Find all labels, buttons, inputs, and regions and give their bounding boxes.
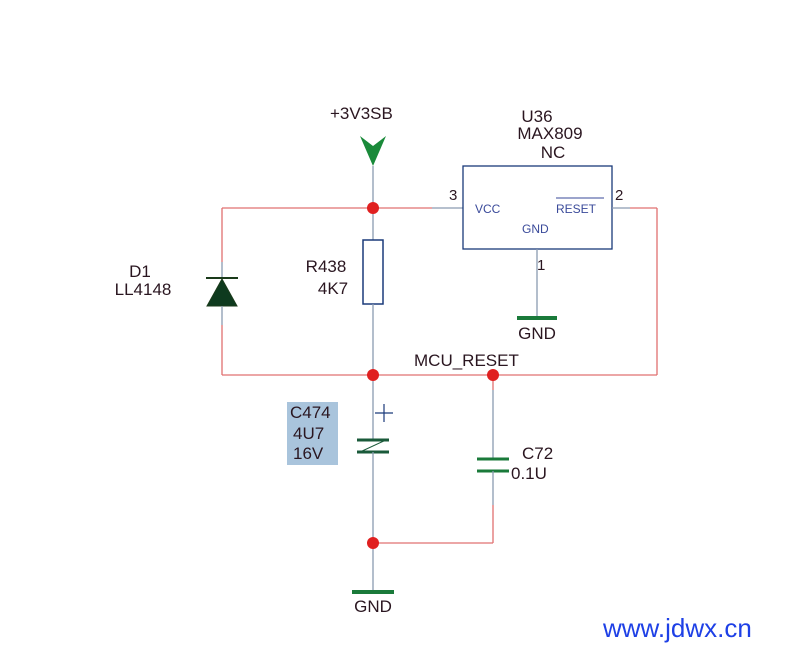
power-net-label: +3V3SB xyxy=(330,104,393,123)
junction-dot-reset-left xyxy=(367,369,379,381)
r438-ref: R438 xyxy=(306,257,347,276)
u36-gnd-label: GND xyxy=(522,222,549,236)
junction-dot-bottom xyxy=(367,537,379,549)
u36-ref: U36 xyxy=(521,107,552,126)
u36-pin1-number: 1 xyxy=(537,257,545,274)
r438-body xyxy=(362,239,384,305)
u36-ic: U36 MAX809 NC 3 2 1 VCC RESET GND xyxy=(449,107,623,274)
bottom-gnd-label: GND xyxy=(354,597,392,616)
u36-gnd-label-text: GND xyxy=(518,324,556,343)
junction-dot-reset-right xyxy=(487,369,499,381)
power-arrow-symbol xyxy=(360,136,386,166)
watermark-url: www.jdwx.cn xyxy=(602,613,752,643)
c474-value: 4U7 xyxy=(293,424,324,443)
net-label-mcu-reset: MCU_RESET xyxy=(414,351,519,370)
c72-ref: C72 xyxy=(522,444,553,463)
c474-voltage: 16V xyxy=(293,444,324,463)
u36-pin3-number: 3 xyxy=(449,187,457,204)
r438-value: 4K7 xyxy=(318,279,348,298)
c474-ref: C474 xyxy=(290,403,331,422)
u36-part: MAX809 xyxy=(517,124,582,143)
u36-vcc-label: VCC xyxy=(475,202,501,216)
c72-value: 0.1U xyxy=(511,464,547,483)
c474-label-highlight xyxy=(287,402,338,465)
u36-pin2-number: 2 xyxy=(615,187,623,204)
junction-dot-top xyxy=(367,202,379,214)
u36-reset-label: RESET xyxy=(556,202,597,216)
d1-ref: D1 xyxy=(129,262,151,281)
c474-hatch xyxy=(359,439,387,453)
u36-note: NC xyxy=(541,143,566,162)
d1-triangle xyxy=(206,277,238,307)
u36-body xyxy=(462,165,613,250)
d1-value: LL4148 xyxy=(115,280,172,299)
